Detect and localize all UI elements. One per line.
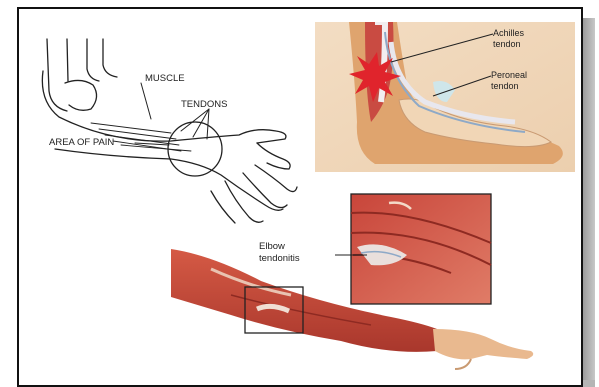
label-elbow: Elbow [259,241,285,252]
label-peroneal: Peroneal [491,70,527,80]
label-peroneal-2: tendon [491,81,519,91]
label-tendonitis: tendonitis [259,253,300,264]
slide-shadow-right [583,18,595,387]
elbow-tendonitis-illustration: Elbow tendonitis [171,183,581,379]
foot-tendon-illustration: Achilles tendon Peroneal tendon [315,22,575,172]
label-achilles-2: tendon [493,39,521,49]
label-tendons: TENDONS [181,99,227,110]
slide-frame: MUSCLE TENDONS AREA OF PAIN Achilles ten… [17,7,583,387]
label-area-of-pain: AREA OF PAIN [49,137,114,148]
label-muscle: MUSCLE [145,73,185,84]
label-achilles: Achilles [493,28,525,38]
